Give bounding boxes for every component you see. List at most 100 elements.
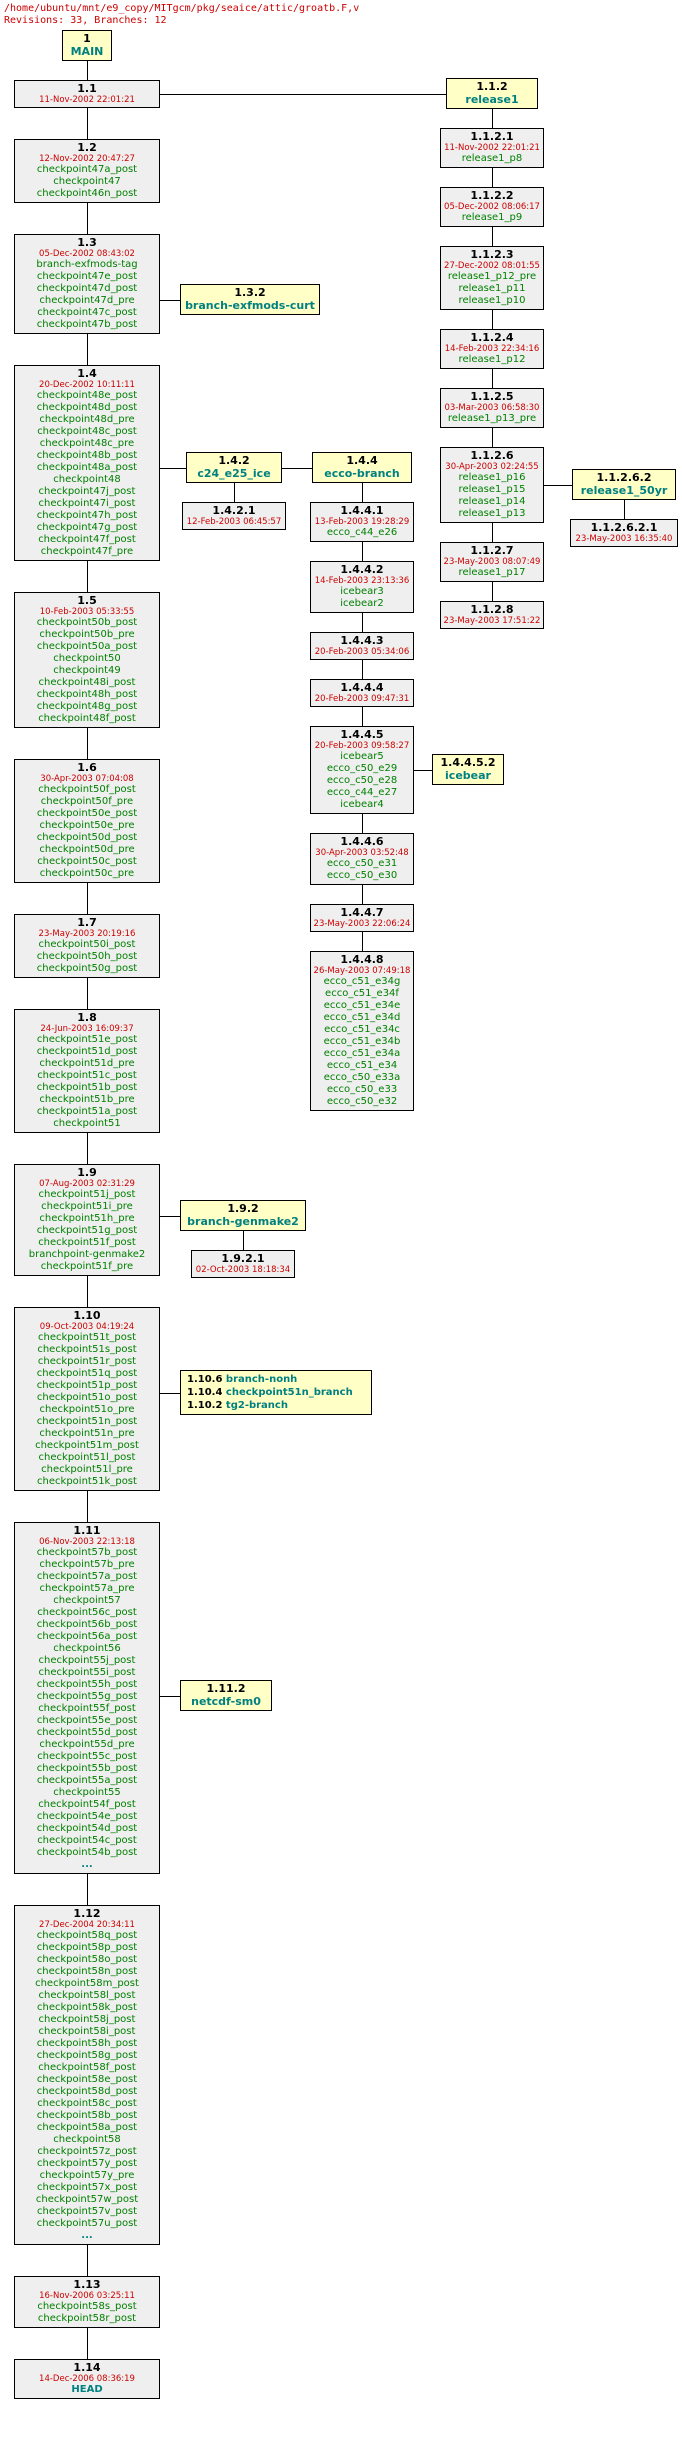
- connector-line: [362, 814, 363, 833]
- revision-number: 1.1: [77, 82, 97, 95]
- tag-label: checkpoint48c_pre: [39, 438, 135, 449]
- tag-label: ecco_c51_e34f: [325, 988, 399, 999]
- revision-number: 1.1.2.5: [470, 390, 514, 403]
- branch-number: 1.11.2: [206, 1682, 246, 1695]
- tag-label: ecco_c50_e33a: [323, 1072, 401, 1083]
- tag-label: checkpoint51b_post: [36, 1082, 138, 1093]
- tag-label: checkpoint50d_pre: [39, 844, 135, 855]
- revision-date: 23-May-2003 08:07:49: [443, 557, 541, 567]
- connector-line: [87, 883, 88, 914]
- revision-date: 13-Feb-2003 19:28:29: [314, 517, 410, 527]
- tag-label: checkpoint55e_post: [36, 1715, 138, 1726]
- tag-label: checkpoint58j_post: [38, 2014, 136, 2025]
- tag-label: checkpoint58g_post: [36, 2050, 138, 2061]
- revision-date: 06-Nov-2003 22:13:18: [39, 1537, 135, 1547]
- tag-label: checkpoint57: [53, 1595, 121, 1606]
- tag-label: branch-exfmods-tag: [36, 259, 138, 270]
- tag-label: checkpoint51s_post: [37, 1344, 137, 1355]
- revision-number: 1.13: [73, 2278, 101, 2291]
- revision-date: 09-Oct-2003 04:19:24: [39, 1322, 135, 1332]
- tag-label: ecco_c50_e30: [326, 870, 398, 881]
- branch-name: branch-exfmods-curt: [185, 299, 315, 312]
- revision-number: 1.1.2.8: [470, 603, 514, 616]
- tag-label: checkpoint58b_post: [36, 2110, 138, 2121]
- revision-date: 23-May-2003 22:06:24: [313, 919, 411, 929]
- tag-label: checkpoint56: [53, 1643, 121, 1654]
- revision-number: 1.1.2.7: [470, 544, 514, 557]
- branch-number: 1.9.2: [227, 1202, 259, 1215]
- tag-label: checkpoint48f_post: [38, 713, 136, 724]
- tag-label: checkpoint46n_post: [36, 188, 138, 199]
- tag-label: ecco_c51_e34c: [324, 1024, 400, 1035]
- tag-label: checkpoint51k_post: [37, 1476, 137, 1487]
- revision-date: 20-Feb-2003 09:58:27: [314, 741, 410, 751]
- tag-label: checkpoint50h_post: [36, 951, 138, 962]
- connector-line: [87, 2328, 88, 2359]
- connector-line: [362, 542, 363, 561]
- tag-label: checkpoint58o_post: [36, 1954, 138, 1965]
- revision-date: 27-Dec-2004 20:34:11: [39, 1920, 135, 1930]
- tag-label: checkpoint57z_post: [37, 2146, 137, 2157]
- tag-label: checkpoint58a_post: [36, 2122, 138, 2133]
- file-path: /home/ubuntu/mnt/e9_copy/MITgcm/pkg/seai…: [4, 3, 360, 14]
- tag-label: checkpoint57u_post: [36, 2218, 138, 2229]
- connector-line: [160, 468, 186, 469]
- connector-line: [87, 61, 88, 80]
- branch-group-entry: 1.10.6 branch-nonh: [183, 1373, 369, 1386]
- revision-number: 1.6: [77, 761, 97, 774]
- branch-number: 1.3.2: [234, 286, 266, 299]
- tag-label: checkpoint55i_post: [38, 1667, 136, 1678]
- connector-line: [87, 203, 88, 234]
- tag-label: release1_p13: [458, 508, 526, 519]
- branch-number: 1.10.4: [187, 1387, 226, 1398]
- tag-label: checkpoint48i_post: [38, 677, 136, 688]
- tag-label: checkpoint47d_pre: [39, 295, 135, 306]
- tag-label: checkpoint48e_post: [36, 390, 138, 401]
- tag-label: checkpoint50b_post: [36, 617, 138, 628]
